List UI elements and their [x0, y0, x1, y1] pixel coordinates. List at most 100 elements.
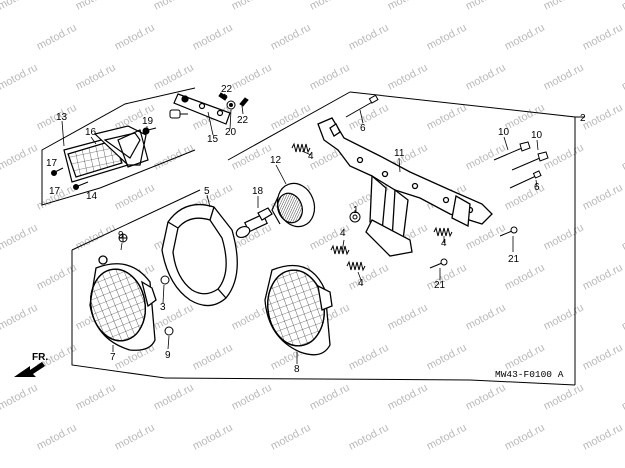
watermark-text: motod.ru [308, 382, 352, 413]
watermark-text: motod.ru [152, 0, 196, 13]
watermark-text: motod.ru [542, 222, 586, 253]
part-label-16[interactable]: 16 [85, 127, 97, 138]
watermark-text: motod.ru [74, 382, 118, 413]
watermark-text: motod.ru [581, 342, 625, 373]
watermark-text: motod.ru [191, 22, 235, 53]
watermark-text: motod.ru [35, 422, 79, 453]
direction-label: FR. [32, 352, 48, 363]
watermark-text: motod.ru [620, 302, 625, 333]
headlight-stay [317, 117, 493, 257]
leader-lines [61, 93, 539, 364]
watermark-text: motod.ru [542, 382, 586, 413]
watermark-text: motod.ru [0, 182, 1, 213]
watermark-text: motod.ru [464, 0, 508, 13]
watermark-text: motod.ru [0, 302, 40, 333]
part-label-13[interactable]: 13 [56, 112, 68, 123]
watermark-text: motod.ru [152, 62, 196, 93]
part-label-20[interactable]: 20 [225, 127, 237, 138]
watermark-text: motod.ru [386, 302, 430, 333]
watermark-text: motod.ru [425, 102, 469, 133]
watermark-text: motod.ru [620, 382, 625, 413]
part-label-4-d[interactable]: 4 [441, 238, 447, 249]
part-label-11[interactable]: 11 [394, 148, 405, 159]
watermark-text: motod.ru [464, 62, 508, 93]
part-label-18[interactable]: 18 [252, 186, 264, 197]
part-label-21-b[interactable]: 21 [434, 280, 446, 291]
watermark-text: motod.ru [581, 422, 625, 453]
watermark-text: motod.ru [425, 342, 469, 373]
watermark-text: motod.ru [113, 22, 157, 53]
watermark-text: motod.ru [503, 182, 547, 213]
watermark-text: motod.ru [464, 222, 508, 253]
watermark-text: motod.ru [230, 382, 274, 413]
watermark-text: motod.ru [230, 0, 274, 13]
part-label-6-b[interactable]: 6 [534, 182, 540, 193]
watermark-text: motod.ru [269, 22, 313, 53]
watermark-text: motod.ru [74, 62, 118, 93]
watermark-text: motod.ru [542, 142, 586, 173]
watermark-text: motod.ru [0, 222, 40, 253]
part-label-15[interactable]: 15 [207, 134, 219, 145]
watermark-text: motod.ru [347, 342, 391, 373]
part-label-2[interactable]: 2 [580, 113, 586, 124]
watermark-text: motod.ru [0, 382, 40, 413]
watermark-text: motod.ru [269, 102, 313, 133]
watermark-text: motod.ru [74, 0, 118, 13]
watermark-text: motod.ru [542, 62, 586, 93]
part-label-14[interactable]: 14 [86, 191, 98, 202]
headlight-bulb [235, 207, 273, 239]
part-label-12[interactable]: 12 [270, 155, 282, 166]
watermark-layer: motod.ru motod.ru motod.ru motod.ru motod.ru… [0, 0, 625, 453]
watermark-text: motod.ru [0, 22, 1, 53]
part-label-9-a[interactable]: 9 [118, 230, 124, 241]
watermark-text: motod.ru [503, 422, 547, 453]
part-label-5[interactable]: 5 [204, 186, 210, 197]
watermark-text: motod.ru [386, 62, 430, 93]
part-label-4-a[interactable]: 4 [308, 151, 314, 162]
part-label-9-b[interactable]: 9 [165, 350, 171, 361]
part-label-22-a[interactable]: 22 [221, 84, 233, 95]
part-label-17-a[interactable]: 17 [46, 158, 58, 169]
part-label-3[interactable]: 3 [160, 302, 166, 313]
watermark-text: motod.ru [0, 0, 40, 13]
watermark-text: motod.ru [0, 62, 40, 93]
part-label-19[interactable]: 19 [142, 116, 154, 127]
adjusting-screws [493, 141, 549, 189]
watermark-text: motod.ru [113, 422, 157, 453]
watermark-text: motod.ru [0, 342, 1, 373]
watermark-text: motod.ru [581, 102, 625, 133]
part-label-21-a[interactable]: 21 [508, 254, 520, 265]
screws-misc [118, 226, 518, 336]
part-label-7[interactable]: 7 [110, 352, 116, 363]
watermark-text: motod.ru [0, 142, 40, 173]
watermark-text: motod.ru [152, 302, 196, 333]
part-label-4-c[interactable]: 4 [358, 278, 364, 289]
part-label-22-b[interactable]: 22 [237, 115, 249, 126]
license-bracket [173, 93, 231, 125]
watermark-text: motod.ru [581, 182, 625, 213]
watermark-text: motod.ru [503, 262, 547, 293]
group-outlines [41, 87, 585, 386]
watermark-text: motod.ru [464, 382, 508, 413]
watermark-text: motod.ru [35, 22, 79, 53]
part-label-1[interactable]: 1 [353, 205, 359, 216]
watermark-text: motod.ru [0, 262, 1, 293]
part-label-6-a[interactable]: 6 [360, 123, 366, 134]
watermark-text: motod.ru [191, 342, 235, 373]
part-label-10-a[interactable]: 10 [498, 127, 510, 138]
watermark-text: motod.ru [230, 62, 274, 93]
part-label-10-b[interactable]: 10 [531, 130, 543, 141]
headlight-unit-left [89, 255, 157, 351]
watermark-text: motod.ru [347, 22, 391, 53]
watermark-text: motod.ru [620, 62, 625, 93]
watermark-text: motod.ru [347, 262, 391, 293]
watermark-text: motod.ru [581, 262, 625, 293]
part-label-4-b[interactable]: 4 [340, 228, 346, 239]
watermark-text: motod.ru [503, 22, 547, 53]
license-light-assembly [63, 125, 149, 183]
part-label-17-b[interactable]: 17 [49, 186, 61, 197]
part-label-8[interactable]: 8 [294, 364, 300, 375]
socket-cover [271, 182, 316, 228]
watermark-text: motod.ru [308, 62, 352, 93]
